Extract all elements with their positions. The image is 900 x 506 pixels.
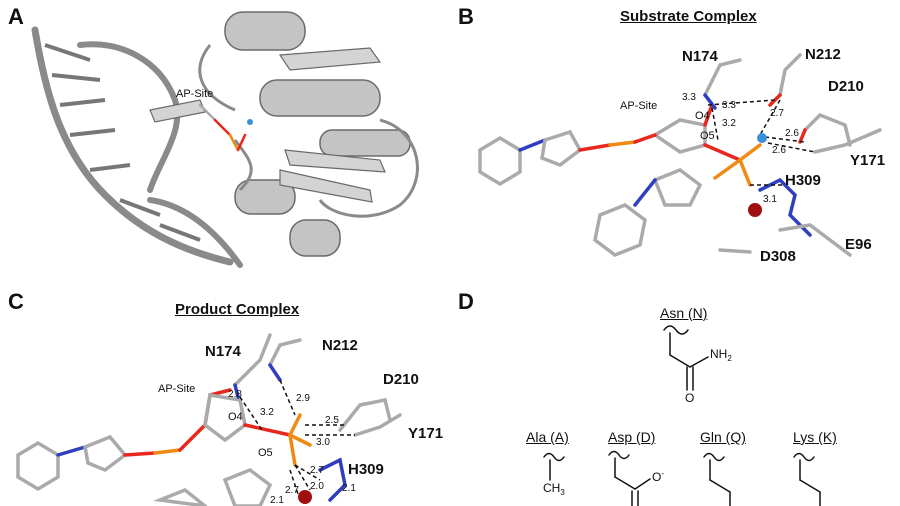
- ap-site-label: AP-Site: [158, 383, 196, 395]
- ala-methyl-group: CH3: [543, 481, 565, 497]
- distance-label: 2.9: [296, 393, 310, 404]
- residue-n174: N174: [205, 343, 241, 360]
- asn-amide-group: NH2: [710, 347, 732, 363]
- amino-acid-lys: Lys (K): [793, 429, 837, 445]
- residue-d210: D210: [383, 371, 419, 388]
- water-molecule: [757, 133, 767, 143]
- panel-b: B Substrate Complex N174 N212 D210 Y171 …: [450, 0, 900, 285]
- distance-label: 3.3: [682, 92, 696, 103]
- asn-nh-subscript: 2: [727, 354, 732, 363]
- asp-oxygen: O: [652, 470, 662, 484]
- asn-oxygen: O: [685, 391, 695, 405]
- asp-charge: -: [661, 469, 665, 478]
- distance-label: 2.0: [310, 481, 324, 492]
- distance-label: 2.6: [772, 145, 786, 156]
- distance-label: 3.2: [722, 118, 736, 129]
- panel-letter: C: [8, 289, 24, 314]
- ap-site-label: AP-Site: [620, 100, 658, 112]
- residue-y171: Y171: [850, 152, 886, 169]
- distance-label: 2.8: [228, 389, 242, 400]
- atom-o5: O5: [258, 447, 273, 459]
- panel-d: D Asn (N) NH2 O Ala (A) CH3 Asp (D) O- G…: [450, 285, 900, 506]
- distance-label: 3.0: [316, 437, 330, 448]
- asp-carboxylate: O-: [652, 469, 665, 484]
- product-complex-sticks: [16, 333, 402, 506]
- residue-e96: E96: [845, 236, 872, 253]
- distance-label: 2.1: [270, 495, 284, 506]
- amino-acid-asn: Asn (N): [660, 305, 708, 321]
- distance-label: 2.5: [325, 415, 339, 426]
- ap-site-label: AP-Site: [176, 88, 214, 100]
- residue-n212: N212: [805, 46, 841, 63]
- amino-acid-gln: Gln (Q): [700, 429, 746, 445]
- panel-c: C Product Complex N174 N212 D210 Y171 H3…: [0, 285, 450, 506]
- atom-o4: O4: [228, 411, 243, 423]
- distance-label: 2.6: [785, 128, 799, 139]
- residue-h309: H309: [348, 461, 384, 478]
- protein-dna-cartoon: [31, 11, 419, 268]
- panel-a: A AP-Site: [0, 0, 450, 285]
- distance-label: 3.3: [722, 100, 736, 111]
- distance-label: 2.7: [770, 108, 784, 119]
- panel-letter: A: [8, 4, 24, 29]
- distance-label: 3.2: [260, 407, 274, 418]
- atom-o4: O4: [695, 110, 710, 122]
- distance-label: 2.7: [285, 485, 299, 496]
- distance-label: 2.7: [310, 465, 324, 476]
- panel-letter: B: [458, 4, 474, 29]
- ala-ch: CH: [543, 481, 561, 495]
- amino-acid-asp: Asp (D): [608, 429, 656, 445]
- residue-d210: D210: [828, 78, 864, 95]
- substrate-complex-sticks: [478, 53, 882, 257]
- residue-n212: N212: [322, 337, 358, 354]
- panel-title: Product Complex: [175, 301, 300, 318]
- distance-label: 3.1: [763, 194, 777, 205]
- residue-d308: D308: [760, 248, 796, 265]
- distance-label: 2.1: [342, 483, 356, 494]
- amino-acid-ala: Ala (A): [526, 429, 569, 445]
- panel-title: Substrate Complex: [620, 8, 757, 25]
- residue-y171: Y171: [408, 425, 444, 442]
- residue-n174: N174: [682, 48, 718, 65]
- metal-ion: [298, 490, 312, 504]
- amino-acid-structures: [543, 325, 821, 506]
- atom-o5: O5: [700, 130, 715, 142]
- metal-ion: [748, 203, 762, 217]
- ala-ch-subscript: 3: [560, 488, 565, 497]
- panel-letter: D: [458, 289, 474, 314]
- asn-nh: NH: [710, 347, 728, 361]
- residue-h309: H309: [785, 172, 821, 189]
